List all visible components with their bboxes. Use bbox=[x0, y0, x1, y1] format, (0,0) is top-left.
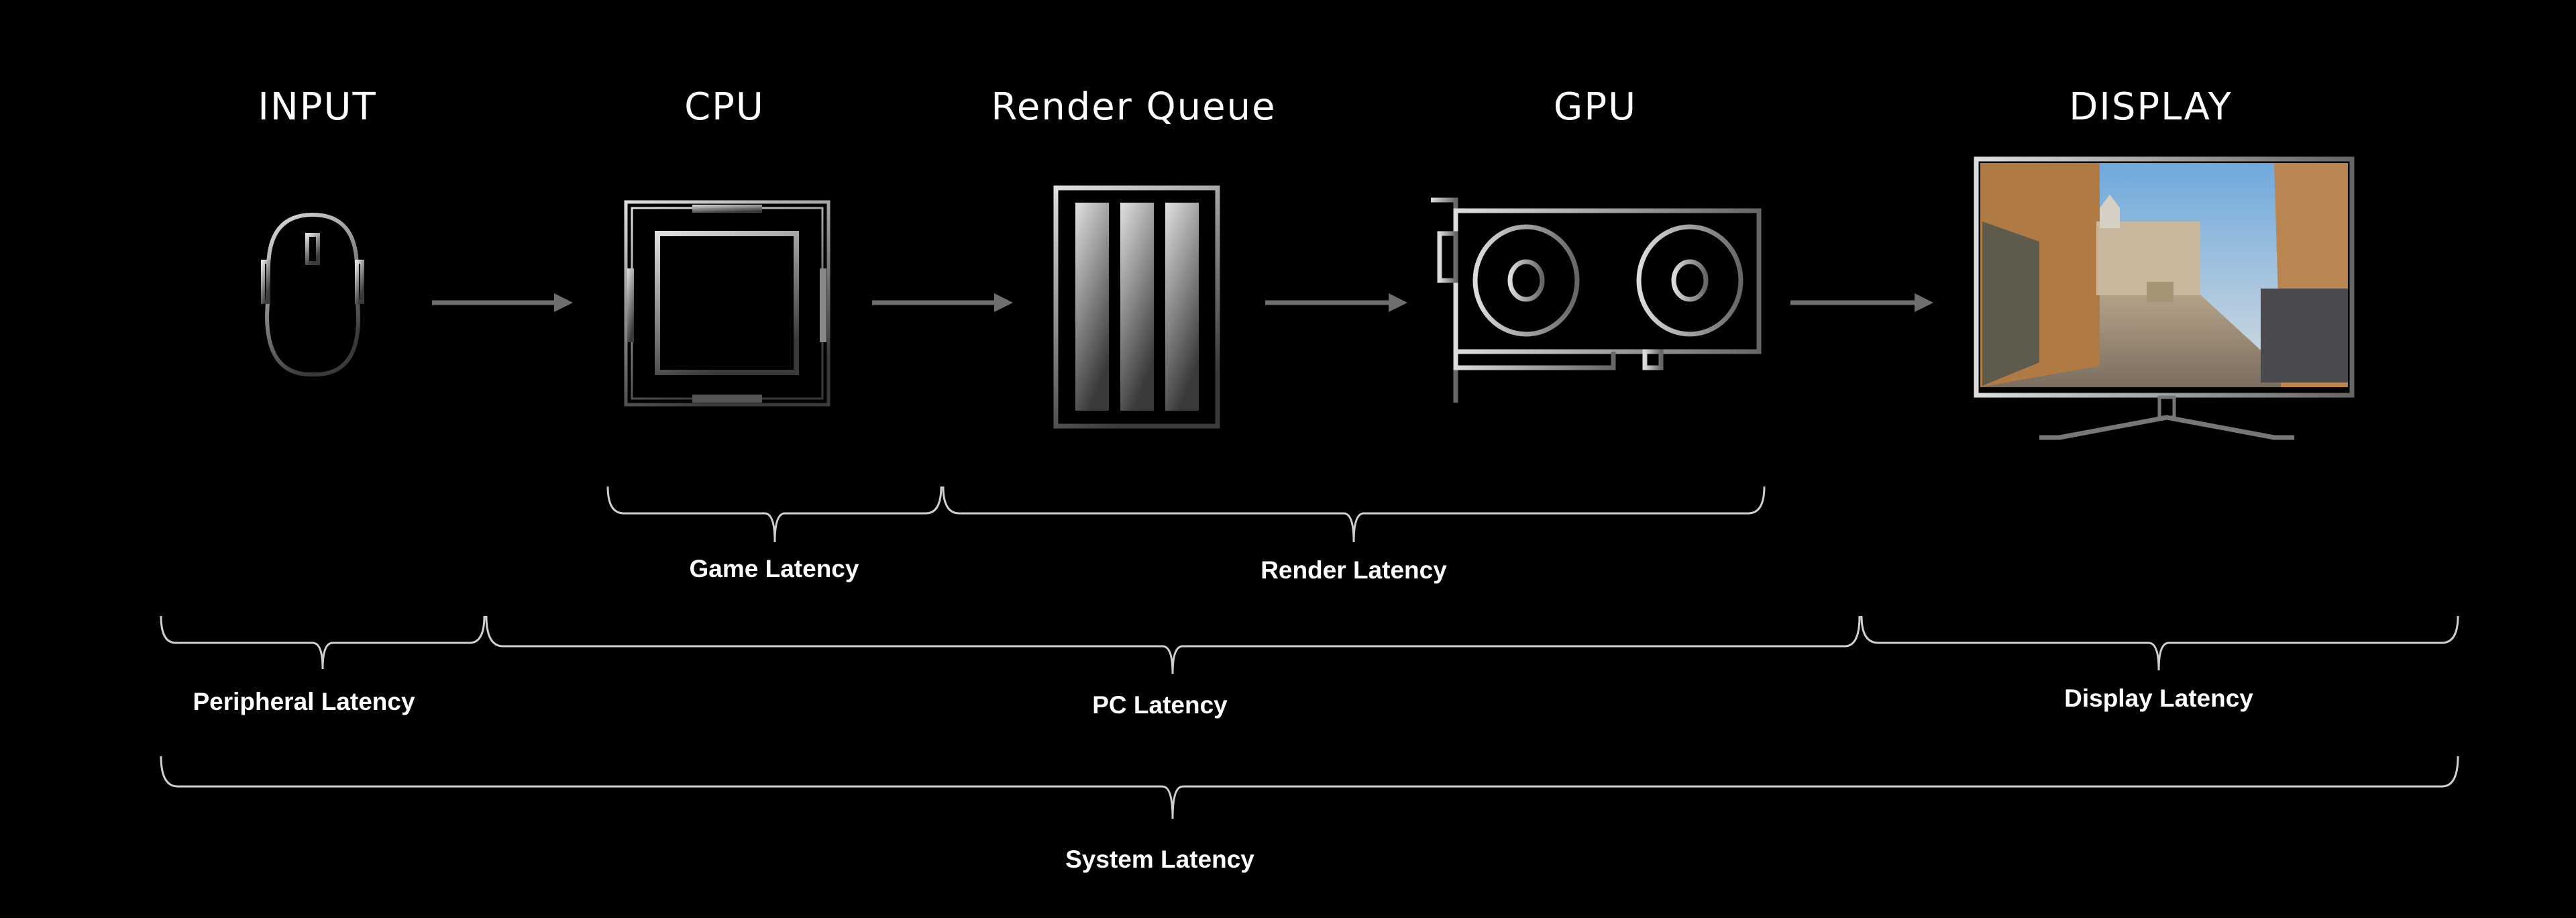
display-latency-label: Display Latency bbox=[2064, 684, 2253, 712]
stage-label-input: INPUT bbox=[258, 85, 376, 129]
system-latency-brace bbox=[160, 756, 2459, 819]
pc-latency-label: PC Latency bbox=[1092, 691, 1228, 719]
game-latency-label: Game Latency bbox=[690, 555, 859, 582]
render-latency-brace bbox=[942, 486, 1766, 543]
mouse-icon bbox=[261, 212, 364, 377]
render-latency-label: Render Latency bbox=[1260, 556, 1447, 584]
display-latency-brace bbox=[1860, 615, 2459, 671]
game-screenshot-image bbox=[1980, 163, 2348, 387]
peripheral-latency-label: Peripheral Latency bbox=[193, 688, 415, 715]
stage-label-render-queue: Render Queue bbox=[991, 85, 1276, 129]
gpu-icon bbox=[1431, 197, 1762, 403]
stage-label-gpu: GPU bbox=[1554, 85, 1637, 129]
cpu-icon bbox=[624, 200, 830, 407]
game-latency-brace bbox=[606, 486, 943, 543]
stage-label-display: DISPLAY bbox=[2069, 85, 2233, 129]
monitor-icon bbox=[1974, 156, 2355, 440]
peripheral-latency-brace bbox=[160, 615, 486, 670]
stage-label-cpu: CPU bbox=[684, 85, 765, 129]
system-latency-label: System Latency bbox=[1065, 846, 1254, 873]
pc-latency-brace bbox=[485, 615, 1861, 674]
render-queue-icon bbox=[1053, 185, 1220, 429]
